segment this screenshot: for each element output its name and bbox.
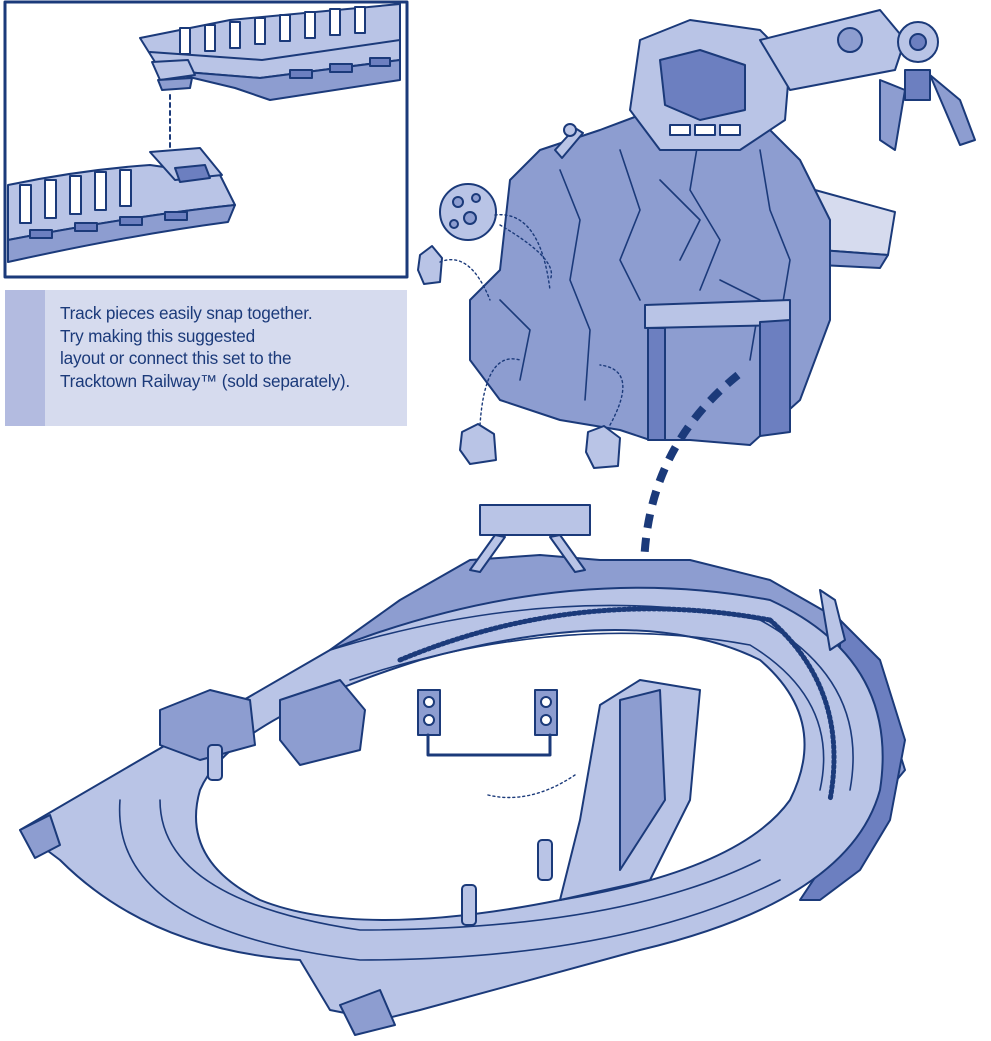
instruction-note: Track pieces easily snap together. Try m… bbox=[5, 290, 407, 426]
mountain-crane-piece bbox=[469, 9, 976, 446]
instruction-line-1: Track pieces easily snap together. bbox=[60, 303, 313, 323]
track-connection-inset bbox=[3, 0, 409, 279]
lower-track-piece bbox=[7, 147, 236, 263]
rock-pieces bbox=[417, 183, 624, 469]
signal-pieces bbox=[417, 689, 576, 799]
instruction-line-4: Tracktown Railway™ (sold separately). bbox=[60, 370, 350, 391]
instruction-text: Track pieces easily snap together. Try m… bbox=[60, 302, 403, 392]
note-accent-bar bbox=[5, 290, 45, 426]
instruction-line-3: layout or connect this set to the bbox=[60, 348, 292, 369]
instruction-line-2: Try making this suggested bbox=[60, 325, 255, 346]
upper-track-piece bbox=[139, 3, 401, 101]
track-layout bbox=[19, 504, 906, 1036]
